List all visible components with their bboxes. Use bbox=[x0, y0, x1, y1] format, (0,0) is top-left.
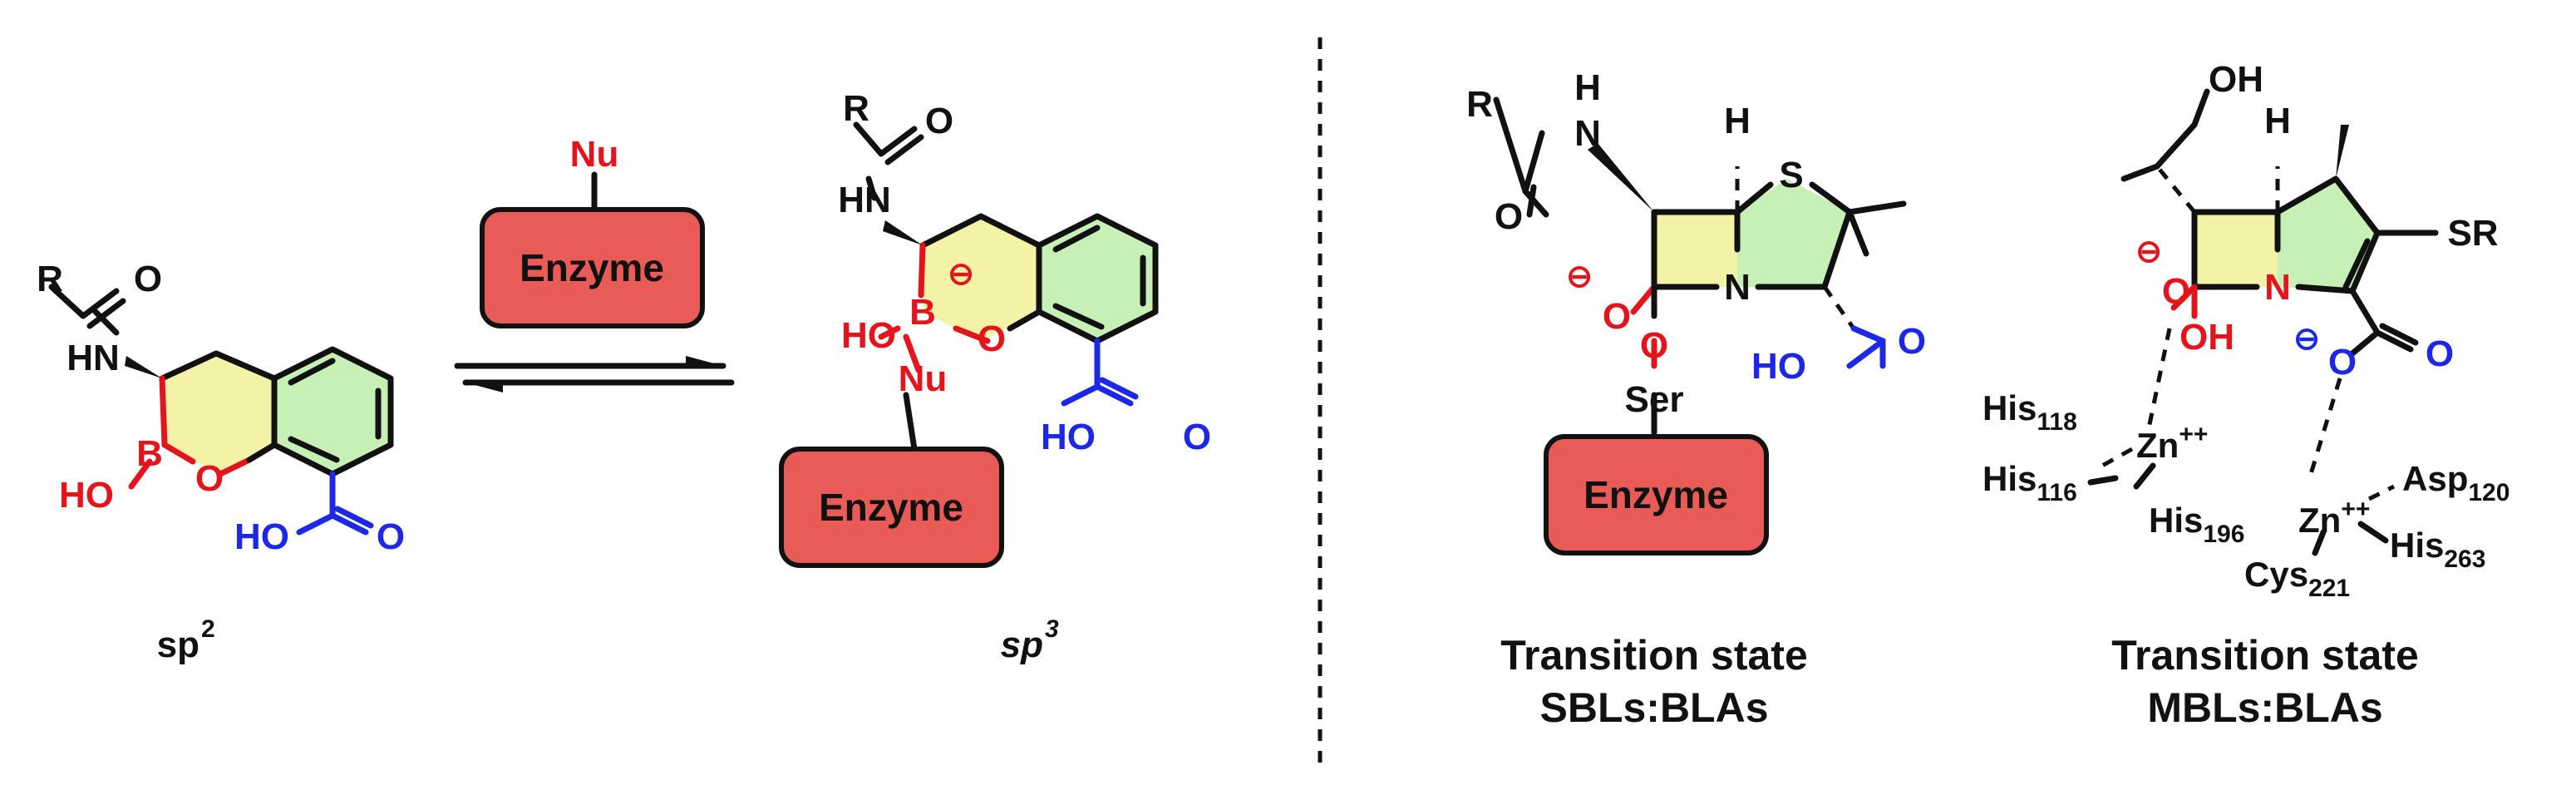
sp2-label: sp bbox=[157, 625, 199, 665]
mbl-carboxylate-o: O bbox=[2328, 342, 2357, 383]
his118-label: His118 bbox=[1982, 388, 2077, 436]
mbl-hydroxyethyl-oh: OH bbox=[2209, 59, 2263, 100]
mbl-oh-atom: OH bbox=[2180, 317, 2234, 358]
enzyme-label-top: Enzyme bbox=[520, 246, 664, 289]
mbl-oxyanion-o: O bbox=[2162, 271, 2190, 312]
sbl-acid-o-atom: O bbox=[1898, 321, 1926, 362]
sbl-amide-o-atom: O bbox=[1495, 196, 1523, 237]
sp2-structure: R O HN B O HO HO O sp 2 bbox=[37, 259, 405, 665]
enzyme-label-sbl: Enzyme bbox=[1584, 473, 1728, 516]
sp2-acid-ho-atom: HO bbox=[234, 516, 289, 557]
sbl-n-atom: N bbox=[1724, 267, 1751, 308]
sbl-stereo-wedge bbox=[1588, 143, 1654, 212]
zn1-label: Zn++ bbox=[2136, 421, 2208, 465]
sp3-acid-ho-atom: HO bbox=[1041, 417, 1096, 457]
sbl-caption-line1: Transition state bbox=[1500, 632, 1808, 679]
mbl-n-atom: N bbox=[2264, 267, 2291, 308]
sp3-r-atom: R bbox=[843, 88, 869, 129]
sp3-structure: R O HN B ⊖ HO O Nu Enzyme HO O sp 3 bbox=[779, 88, 1211, 665]
sbl-bridgehead-h: H bbox=[1724, 101, 1751, 141]
sp3-label: sp bbox=[1001, 625, 1043, 665]
sp3-boron-atom: B bbox=[909, 292, 936, 333]
sp2-label-superscript: 2 bbox=[201, 615, 215, 643]
enzyme-label-sp3: Enzyme bbox=[819, 486, 963, 529]
sp3-ho-atom: HO bbox=[841, 315, 896, 356]
mbl-caption-line1: Transition state bbox=[2111, 632, 2419, 679]
mbl-beta-lactam-fill bbox=[2194, 212, 2278, 287]
sp3-label-superscript: 3 bbox=[1045, 615, 1059, 643]
equilibrium-arrows bbox=[454, 356, 735, 392]
sp2-r-atom: R bbox=[37, 259, 63, 299]
sp3-stereo-wedge bbox=[883, 220, 923, 245]
sp3-boron-minus: ⊖ bbox=[948, 257, 974, 292]
sbl-o-minus: ⊖ bbox=[1566, 259, 1593, 294]
mbl-acid-o-atom: O bbox=[2426, 333, 2454, 374]
sp2-boron-ring-fill bbox=[162, 353, 274, 474]
asp120-label: Asp120 bbox=[2402, 459, 2510, 506]
sp2-ho-atom: HO bbox=[59, 475, 114, 516]
mbl-methyl-wedge bbox=[2336, 125, 2349, 179]
his116-label: His116 bbox=[1982, 459, 2077, 506]
zn2-label: Zn++ bbox=[2298, 496, 2370, 540]
cys221-label: Cys221 bbox=[2244, 555, 2350, 602]
sp3-ring-o-atom: O bbox=[978, 318, 1006, 359]
enzyme-box-top bbox=[480, 207, 705, 328]
sbl-beta-lactam-fill bbox=[1654, 212, 1737, 287]
sp3-acid-o-atom: O bbox=[1183, 417, 1211, 457]
sp2-ring-o-atom: O bbox=[195, 458, 224, 499]
sbl-caption-line2: SBLs:BLAs bbox=[1539, 684, 1768, 731]
his196-label: His196 bbox=[2149, 501, 2244, 548]
sbl-acid-ho-atom: HO bbox=[1751, 346, 1806, 387]
sbl-ser-o-atom: O bbox=[1640, 325, 1668, 366]
enzyme-box-sp3 bbox=[779, 447, 1004, 568]
sbl-nh-atom: N bbox=[1574, 113, 1601, 154]
sbl-thiazolidine-fill bbox=[1737, 179, 1849, 287]
sbl-ser-label: Ser bbox=[1625, 379, 1684, 420]
sp3-hn-atom: HN bbox=[838, 180, 891, 220]
sp2-o-amide-atom: O bbox=[134, 259, 162, 299]
mbl-transition-state: OH H SR ⊖ O N OH ⊖ O O His118 Zn++ His11… bbox=[1982, 59, 2510, 731]
enzyme-box-sbl bbox=[1544, 434, 1769, 555]
mbl-caption-line2: MBLs:BLAs bbox=[2147, 684, 2382, 731]
sbl-nh-hydrogen: H bbox=[1574, 67, 1601, 108]
mbl-o-minus-1: ⊖ bbox=[2135, 235, 2162, 269]
mbl-o-minus-2: ⊖ bbox=[2293, 322, 2320, 357]
sbl-r-atom: R bbox=[1466, 84, 1493, 125]
sp2-hn-atom: HN bbox=[66, 338, 120, 378]
mbl-pyrroline-fill bbox=[2278, 179, 2377, 291]
enzyme-nucleophile: Nu Enzyme bbox=[480, 134, 705, 328]
mbl-sr-group: SR bbox=[2447, 213, 2498, 254]
sbl-transition-state: R N H O H S N ⊖ O O Ser Enzyme HO O Tran… bbox=[1466, 67, 1926, 731]
sp3-boron-ring-fill bbox=[923, 216, 1039, 341]
sp3-o-amide-atom: O bbox=[925, 101, 953, 141]
sbl-s-atom: S bbox=[1779, 155, 1803, 195]
sbl-oxyanion-o: O bbox=[1603, 296, 1631, 337]
sp2-stereo-wedge bbox=[125, 356, 162, 378]
sp3-nu-atom: Nu bbox=[899, 358, 948, 399]
mbl-bridgehead-h: H bbox=[2264, 101, 2291, 141]
sp2-boron-atom: B bbox=[136, 433, 163, 474]
his263-label: His263 bbox=[2390, 526, 2485, 573]
enzyme-nu-atom: Nu bbox=[570, 134, 619, 175]
sp2-acid-o-atom: O bbox=[377, 516, 405, 557]
